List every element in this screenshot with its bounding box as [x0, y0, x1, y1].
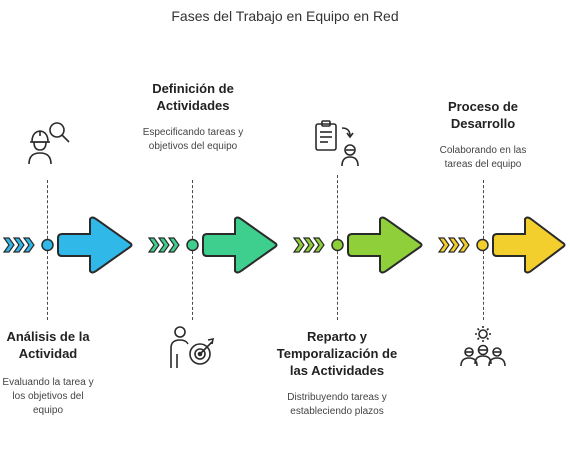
- phase-dot-1: [41, 238, 54, 252]
- phase-1-description: Evaluando la tarea y los objetivos del e…: [2, 377, 94, 416]
- team-gear-icon: [460, 326, 506, 367]
- phase-1-label: Análisis de la Actividad Evaluando la ta…: [0, 328, 96, 418]
- phase-1-heading: Análisis de la Actividad: [6, 329, 90, 361]
- phase-2-heading: Definición de Actividades: [152, 81, 234, 113]
- chevrons-icon: [437, 237, 470, 253]
- phase-4-label: Proceso de Desarrollo Colaborando en las…: [428, 98, 538, 172]
- phase-3-label: Reparto y Temporalización de las Activid…: [272, 328, 402, 419]
- phase-4-heading: Proceso de Desarrollo: [447, 99, 519, 131]
- flow-segment-1: [2, 216, 133, 274]
- arrow-3: [347, 216, 423, 274]
- arrow-4: [492, 216, 566, 274]
- diagram-title: Fases del Trabajo en Equipo en Red: [171, 8, 399, 24]
- flow-segment-4: [437, 216, 566, 274]
- arrow-1: [57, 216, 133, 274]
- phase-3-heading: Reparto y Temporalización de las Activid…: [276, 329, 398, 378]
- chevrons-icon: [292, 237, 325, 253]
- phase-dot-2: [186, 238, 199, 252]
- clipboard-person-icon: [315, 120, 359, 167]
- person-target-icon: [170, 326, 215, 368]
- phase-dot-3: [331, 238, 344, 252]
- phase-3-description: Distribuyendo tareas y estableciendo pla…: [287, 392, 387, 417]
- phase-dot-4: [476, 238, 489, 252]
- chevrons-icon: [147, 237, 180, 253]
- chevrons-icon: [2, 237, 35, 253]
- flow-segment-3: [292, 216, 423, 274]
- phase-4-description: Colaborando en las tareas del equipo: [439, 145, 527, 170]
- worker-search-icon: [28, 122, 70, 165]
- phase-2-label: Definición de Actividades Especificando …: [138, 80, 248, 154]
- phase-2-description: Especificando tareas y objetivos del equ…: [142, 127, 244, 152]
- arrow-2: [202, 216, 278, 274]
- flow-segment-2: [147, 216, 278, 274]
